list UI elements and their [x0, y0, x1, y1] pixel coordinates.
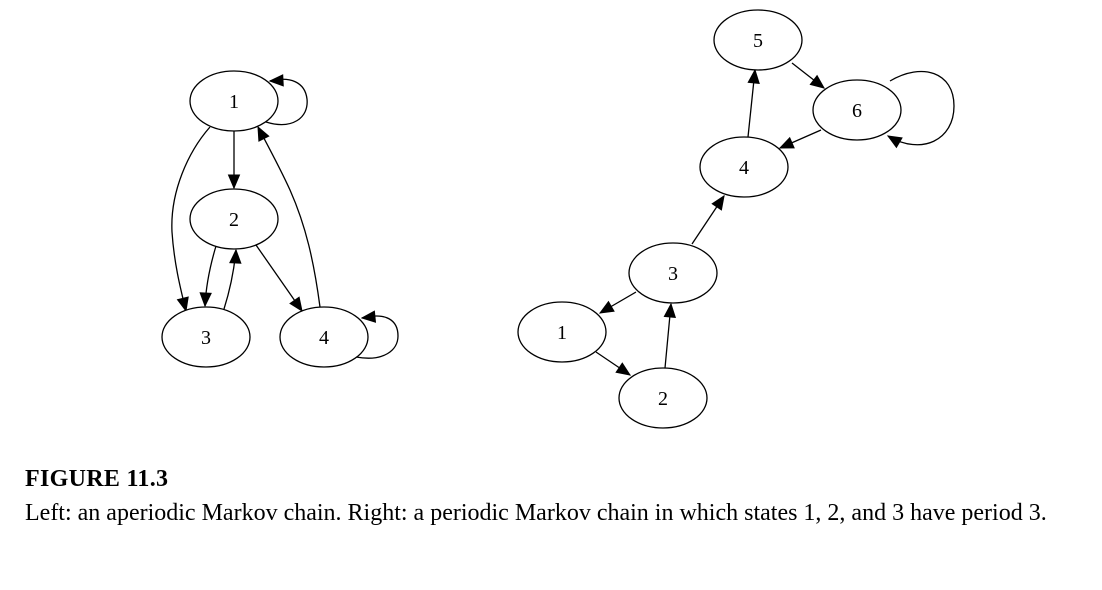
- node-left-2: 2: [189, 188, 279, 250]
- node-label: 3: [668, 263, 678, 285]
- arrowhead: [615, 362, 632, 376]
- edge-line: [355, 315, 399, 359]
- node-ellipse: [517, 301, 607, 363]
- arrowhead: [778, 136, 795, 149]
- figure-caption: FIGURE 11.3 Left: an aperiodic Markov ch…: [25, 462, 1095, 531]
- node-label: 1: [229, 91, 239, 113]
- edge-line: [887, 70, 955, 146]
- node-right-2: 2: [618, 367, 708, 429]
- node-ellipse: [713, 9, 803, 71]
- edge-right-2-to-3: [663, 302, 677, 369]
- node-left-1: 1: [189, 70, 279, 132]
- edge-right-1-to-2: [595, 351, 632, 376]
- node-right-1: 1: [517, 301, 607, 363]
- arrowhead: [886, 135, 903, 149]
- arrowhead: [809, 74, 826, 89]
- node-label: 4: [319, 327, 329, 349]
- node-ellipse: [189, 70, 279, 132]
- arrowhead: [711, 194, 725, 211]
- node-label: 6: [852, 100, 862, 122]
- node-label: 2: [658, 388, 668, 410]
- edge-right-3-to-4: [691, 194, 725, 245]
- arrowhead: [257, 125, 270, 142]
- edge-line: [171, 126, 211, 312]
- node-right-5: 5: [713, 9, 803, 71]
- edge-left-4-to-4: [355, 310, 399, 359]
- node-ellipse: [279, 306, 369, 368]
- node-ellipse: [161, 306, 251, 368]
- node-label: 2: [229, 209, 239, 231]
- arrowhead: [227, 174, 241, 190]
- node-label: 1: [557, 322, 567, 344]
- arrowhead: [289, 296, 303, 313]
- node-label: 5: [753, 30, 763, 52]
- edge-line: [257, 126, 321, 308]
- arrowhead: [360, 310, 377, 323]
- edge-right-6-to-6: [886, 70, 955, 149]
- arrowhead: [598, 300, 615, 314]
- edge-right-3-to-1: [598, 291, 637, 314]
- node-label: 3: [201, 327, 211, 349]
- edge-right-5-to-6: [791, 62, 826, 89]
- node-ellipse: [189, 188, 279, 250]
- node-ellipse: [699, 136, 789, 198]
- node-ellipse: [812, 79, 902, 141]
- edge-left-2-to-3: [199, 245, 217, 308]
- node-label: 4: [739, 157, 749, 179]
- arrowhead: [229, 248, 242, 264]
- edges-layer: [171, 62, 955, 376]
- node-right-4: 4: [699, 136, 789, 198]
- edge-left-4-to-1: [257, 125, 321, 308]
- edge-left-1-to-1: [265, 74, 308, 126]
- node-ellipse: [628, 242, 718, 304]
- edge-left-3-to-2: [223, 248, 242, 310]
- edge-left-1-to-2: [227, 131, 241, 190]
- nodes-layer: 1 2 3 4 1 2 3 4 5 6: [161, 9, 902, 429]
- node-right-3: 3: [628, 242, 718, 304]
- edge-right-4-to-5: [747, 68, 760, 138]
- edge-left-2-to-4: [255, 244, 303, 313]
- node-left-3: 3: [161, 306, 251, 368]
- edge-line: [265, 78, 308, 126]
- caption-text: Left: an aperiodic Markov chain. Right: …: [25, 500, 1047, 526]
- arrowhead: [663, 302, 677, 319]
- edge-left-1-to-3: [171, 126, 211, 313]
- caption-label: FIGURE 11.3: [25, 466, 169, 492]
- edge-right-6-to-4: [778, 129, 822, 149]
- arrowhead: [747, 68, 760, 85]
- node-right-6: 6: [812, 79, 902, 141]
- markov-chain-figure: 1 2 3 4 1 2 3 4 5 6: [161, 9, 955, 429]
- arrowhead: [199, 292, 212, 308]
- arrowhead: [176, 296, 189, 313]
- node-ellipse: [618, 367, 708, 429]
- arrowhead: [268, 74, 284, 87]
- node-left-4: 4: [279, 306, 369, 368]
